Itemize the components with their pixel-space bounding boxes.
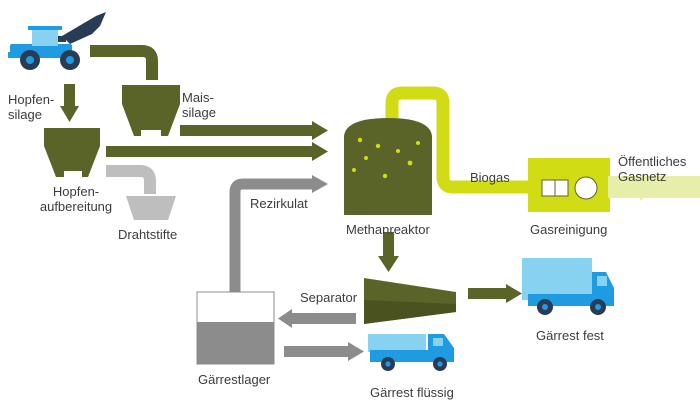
- label-mais-silage: Mais- silage: [182, 90, 216, 120]
- biogas-pipe: [385, 86, 530, 194]
- methanreaktor-tank: [344, 118, 432, 215]
- flow-maissilage-to-reaktor: [180, 121, 328, 140]
- drahtstifte-tray: [126, 196, 176, 220]
- label-separator: Separator: [300, 290, 358, 305]
- flow-tractor-to-maissilage: [90, 45, 158, 80]
- label-methanreaktor: Methanreaktor: [346, 222, 430, 237]
- flow-reaktor-to-separator: [378, 232, 399, 272]
- flow-separator-to-lager: [278, 309, 356, 328]
- flow-rezirkulat: [229, 175, 328, 292]
- flow-separator-to-fest: [468, 284, 522, 303]
- label-gaerrest-fluessig: Gärrest flüssig: [370, 385, 454, 400]
- label-oeffentliches-gasnetz: Öffentliches Gasnetz: [618, 154, 687, 184]
- label-gaerrestlager: Gärrestlager: [198, 372, 271, 387]
- truck-gaerrest-fluessig-icon: [368, 334, 454, 371]
- hopfen-hopper: [44, 128, 100, 177]
- label-rezirkulat: Rezirkulat: [250, 196, 308, 211]
- gaerrestlager-tank: [196, 291, 275, 365]
- truck-gaerrest-fest-icon: [522, 258, 614, 315]
- flow-lager-to-fluessig: [284, 342, 364, 361]
- loader-tractor-icon: [8, 12, 106, 70]
- flow-tractor-to-hopfensilage: [60, 84, 79, 122]
- label-drahtstifte: Drahtstifte: [118, 227, 178, 242]
- separator-unit: [364, 278, 456, 324]
- label-biogas: Biogas: [470, 170, 510, 185]
- label-hopfen-aufbereitung: Hopfen- aufbereitung: [39, 184, 113, 214]
- label-gaerrest-fest: Gärrest fest: [536, 328, 604, 343]
- mais-silage-hopper: [122, 85, 180, 136]
- flow-hopfen-to-reaktor: [106, 142, 328, 161]
- flow-hopfen-to-drahtstifte: [106, 165, 156, 194]
- gasreinigung-unit: [528, 158, 700, 212]
- label-hopfen-silage: Hopfen- silage: [8, 92, 55, 122]
- label-gasreinigung: Gasreinigung: [530, 222, 608, 237]
